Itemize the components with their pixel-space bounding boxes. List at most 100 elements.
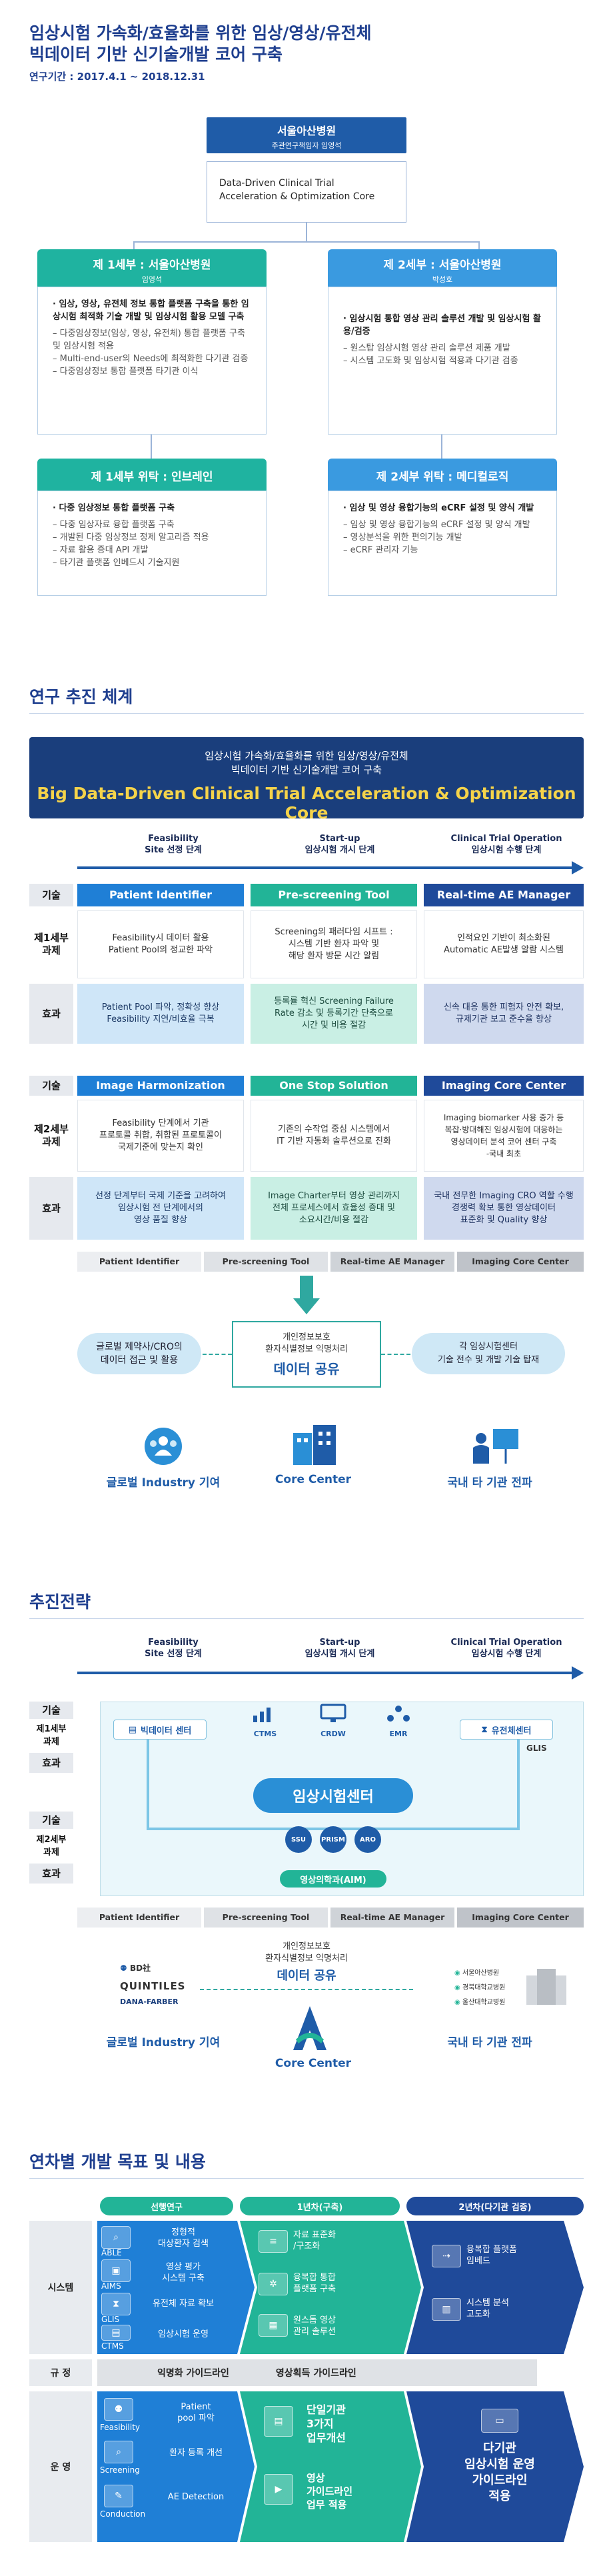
sys-y1-text: 원스톱 영상 관리 솔루션 [293, 2315, 336, 2337]
partners-right: ◉ 서울아산병원 ◉ 경북대학교병원 ◉ 울산대학교병원 [454, 1966, 521, 2010]
system-band [97, 2221, 584, 2354]
share-line-2: 환자식별정보 익명처리 [265, 1953, 348, 1963]
row-label-tech: 기술 [29, 1076, 73, 1096]
node-prism: PRISM [320, 1826, 346, 1853]
t1-effect: 신속 대응 통한 피험자 안전 확보, 규제기관 보고 준수율 향상 [424, 984, 584, 1044]
sys-prev-text: 유전체 자료 확보 [153, 2298, 214, 2309]
sub1-lead: 임상, 영상, 유전체 정보 통합 플랫폼 구축을 통한 임상시험 최적화 기술… [53, 298, 251, 323]
tab-patient-identifier: Patient Identifier [77, 1908, 201, 1928]
col-year2: 2년차(다기관 검증) [406, 2197, 584, 2215]
node-label: 유전체센터 [491, 1726, 532, 1736]
sys-prev-text: 임상시험 운영 [158, 2329, 209, 2339]
share-line-1: 개인정보보호 [283, 1941, 330, 1951]
col-year1: 1년차(구축) [240, 2197, 400, 2215]
person-icon: ⚉ [120, 1963, 127, 1973]
connector [133, 241, 480, 243]
tab-ae-manager: Real-time AE Manager [330, 1908, 454, 1928]
tab-prescreening: Pre-screening Tool [204, 1908, 328, 1928]
share-block: 개인정보보호 환자식별정보 익명처리 데이터 공유 [240, 1941, 373, 1983]
timeline-arrow [77, 1672, 573, 1674]
row-label-effect: 효과 [29, 1864, 73, 1884]
tab-patient-identifier: Patient Identifier [77, 1252, 201, 1272]
sub1-item: 다중임상정보(임상, 영상, 유전체) 통합 플랫폼 구축 및 임상시험 적용 [53, 327, 251, 353]
server-icon: ▤ [128, 1724, 137, 1735]
t2-effect: Image Charter부터 영상 관리까지 전체 프로세스에서 효율성 증대… [251, 1177, 417, 1240]
hospital-icon: ◉ [454, 1969, 462, 1977]
partner-knu: ◉ 경북대학교병원 [454, 1981, 521, 1995]
t1-body: Screening의 패러다임 시프트 : 시스템 기반 환자 파악 및 해당 … [251, 910, 417, 978]
page-title-line-2: 빅데이터 기반 신기술개발 코어 구축 [29, 45, 283, 64]
hq-role: 주관연구책임자 임영석 [271, 141, 342, 150]
banner: 임상시험 가속화/효율화를 위한 임상/영상/유전체 빅데이터 기반 신기술개발… [29, 737, 584, 822]
sub1-header: 제 1세부 : 서울아산병원 임영석 [37, 249, 267, 287]
t1-body: 인적요인 기반이 최소화된 Automatic AE발생 알람 시스템 [424, 910, 584, 978]
task1-item: 자료 활용 증대 API 개발 [53, 544, 251, 557]
feasibility-icon: ⚉ [104, 2398, 133, 2421]
phase-ko: 임상시험 수행 단계 [471, 845, 542, 855]
t2-effect: 국내 전무한 Imaging CRO 역할 수행 경쟁력 확보 통한 영상데이터… [424, 1177, 584, 1240]
arrow-head-icon [572, 1666, 584, 1680]
right-side-box: 각 임상시험센터 기술 전수 및 개발 기술 탑재 [412, 1333, 565, 1374]
t2-body: 기존의 수작업 중심 시스템에서 IT 기반 자동화 솔루션으로 진화 [251, 1100, 417, 1172]
phase-ko: 임상시험 수행 단계 [471, 1649, 542, 1659]
regulation-bar: 익명화 가이드라인 영상획득 가이드라인 [97, 2359, 537, 2386]
share-main: 데이터 공유 [277, 1969, 336, 1983]
aims-icon: ▣ [101, 2259, 131, 2282]
phase-en: Feasibility [148, 834, 199, 844]
ops-prev-text: Patient pool 파악 [177, 2402, 215, 2423]
task1-item: 다중 임상자료 융합 플랫폼 구축 [53, 519, 251, 531]
t2-head: One Stop Solution [251, 1076, 417, 1096]
partner-label: 경북대학교병원 [462, 1984, 506, 1991]
ops-y2-text: 다기관 임상시험 운영 가이드라인 적용 [464, 2441, 535, 2503]
screening-label: Screening [100, 2465, 140, 2475]
t1-effect: 등록률 혁신 Screening Failure Rate 감소 및 등록기간 … [251, 984, 417, 1044]
node-aro: ARO [354, 1826, 381, 1853]
sub2-lead: 임상시험 통합 영상 관리 솔루션 개발 및 임상시험 활용/검증 [343, 313, 542, 338]
data-share-box: 개인정보보호 환자식별정보 익명처리 데이터 공유 [232, 1321, 381, 1388]
connector [151, 435, 152, 459]
bottom-label: Core Center [275, 1473, 352, 1486]
glis-label: GLIS [101, 2315, 120, 2324]
arrow-head-icon [572, 861, 584, 874]
core-logo-icon [293, 2006, 326, 2050]
t1-effect: Patient Pool 파악, 정확성 향상 Feasibility 지연/비… [77, 984, 244, 1044]
t2-head: Imaging Core Center [424, 1076, 584, 1096]
phase-en: Clinical Trial Operation [450, 834, 562, 844]
presentation-icon [473, 1429, 518, 1464]
phase-en: Start-up [319, 1638, 360, 1648]
share-line-2: 환자식별정보 익명처리 [265, 1344, 348, 1354]
ctms-icon: ▤ [101, 2325, 131, 2341]
task2-item: 임상 및 영상 융합기능의 eCRF 설정 및 양식 개발 [343, 519, 542, 531]
task2-header: 제 2세부 위탁 : 메디컬로직 [328, 459, 557, 491]
ops-prev-text: AE Detection [167, 2491, 225, 2502]
sub2-item: 원스탑 임상시험 영상 관리 솔루션 제품 개발 [343, 342, 542, 355]
connector [203, 1354, 232, 1355]
node-aim: 영상의학과(AIM) [280, 1870, 386, 1888]
integration-icon: ✲ [259, 2273, 288, 2295]
partner-dana-farber: DANA-FARBER [120, 1997, 179, 2006]
t2-body: Imaging biomarker 사용 증가 등 복잡·방대해진 임상시험에 … [424, 1100, 584, 1172]
sub1-title: 제 1세부 : 서울아산병원 [93, 259, 211, 272]
row-operation: 운 영 [29, 2391, 92, 2542]
share-main: 데이터 공유 [273, 1361, 340, 1377]
task2-item: 영상분석을 위한 편의기능 개발 [343, 531, 542, 544]
banner-line-2: 빅데이터 기반 신기술개발 코어 구축 [231, 764, 382, 776]
phase-label: Start-up 임상시험 개시 단계 [267, 1637, 413, 1660]
node-genome: ⧗ 유전체센터 [460, 1720, 553, 1740]
presentation-icon: ▭ [481, 2409, 518, 2433]
sub2-item: 시스템 고도화 및 임상시험 적용과 다기관 검증 [343, 355, 542, 367]
task1-item: 개발된 다중 임상정보 정제 알고리즘 적용 [53, 531, 251, 544]
sub1-item: Multi-end-user의 Needs에 최적화한 다기관 검증 [53, 353, 251, 365]
chart-icon [253, 1708, 271, 1722]
row-regulation: 규 정 [29, 2359, 92, 2386]
task2-item: eCRF 관리자 기능 [343, 544, 542, 557]
t1-head: Patient Identifier [77, 884, 244, 906]
task1-item: 타기관 플랫폼 인베드시 기술지원 [53, 557, 251, 569]
tab-ae-manager: Real-time AE Manager [330, 1252, 454, 1272]
task1-header: 제 1세부 위탁 : 인브레인 [37, 459, 267, 491]
connector [441, 435, 442, 459]
partner-amc: ◉ 서울아산병원 [454, 1966, 521, 1981]
sys-y1-text: 자료 표준화 /구조화 [293, 2230, 336, 2251]
section2-heading: 연구 추진 체계 [29, 687, 133, 706]
